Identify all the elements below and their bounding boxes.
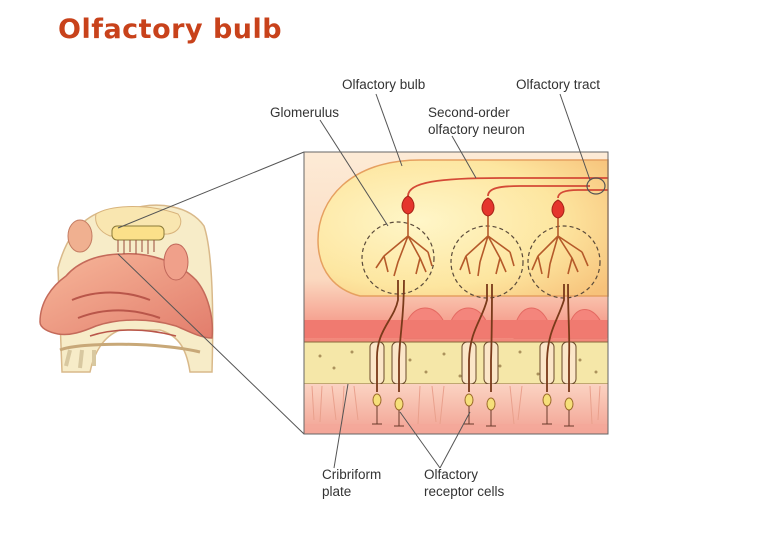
slide-title: Olfactory bulb (58, 14, 283, 45)
mitral-cell-body (401, 195, 415, 215)
receptor-cilia (372, 406, 574, 427)
small-olfactory-bulb (111, 225, 165, 241)
receptor-cell (394, 397, 404, 411)
label-glomerulus: Glomerulus (270, 105, 339, 120)
bulb-body (317, 159, 609, 297)
enlarged-view (303, 151, 609, 435)
label-second-order-line2: olfactory neuron (428, 122, 525, 137)
leader-lines (319, 93, 591, 469)
zoom-line (117, 151, 305, 229)
teeth (64, 349, 96, 369)
receptor-cell (486, 397, 496, 411)
leader-olfactory-tract (559, 93, 591, 181)
leader-receptor-1 (399, 411, 441, 469)
receptor-cell (564, 397, 574, 411)
mucus-layer (304, 424, 608, 434)
nasal-turbinate (77, 309, 161, 319)
label-olfactory-tract: Olfactory tract (516, 77, 600, 92)
label-olfactory-bulb: Olfactory bulb (342, 77, 425, 92)
receptor-cells (372, 393, 574, 411)
label-receptor-line1: Olfactory (424, 467, 478, 482)
mucosa-layer (304, 320, 608, 338)
head-illustration (39, 151, 305, 435)
receptor-cell (372, 393, 382, 407)
ear-shape (163, 243, 189, 281)
receptor-axons (376, 279, 571, 392)
mitral-axons (407, 177, 608, 199)
receptor-cell (542, 393, 552, 407)
label-receptor-line2: receptor cells (424, 484, 505, 499)
mitral-cell-body (481, 197, 495, 217)
box-frame (303, 151, 609, 435)
mitral-cells (401, 195, 565, 219)
leader-second-order (451, 135, 477, 179)
mitral-cell-body (551, 199, 565, 219)
leader-glomerulus (319, 119, 389, 227)
nasal-turbinate (71, 291, 151, 301)
sinus (67, 219, 93, 253)
leader-receptor-2 (439, 411, 471, 469)
label-cribriform-line1: Cribriform (322, 467, 381, 482)
nasal-turbinate (89, 329, 177, 337)
palate (59, 342, 201, 354)
label-cribriform-line2: plate (322, 484, 351, 499)
leader-cribriform (333, 383, 349, 469)
zoom-line (117, 253, 305, 435)
tract-loop (586, 177, 606, 195)
receptor-cell (464, 393, 474, 407)
label-second-order-line1: Second-order (428, 105, 510, 120)
small-receptor-fibers (117, 240, 155, 254)
epithelium-fibers (311, 385, 601, 425)
cribriform-plate-drawing (303, 341, 609, 385)
dendrite-trees (375, 210, 589, 279)
labels: Olfactory bulb Olfactory tract Glomerulu… (270, 77, 600, 499)
leader-olfactory-bulb (375, 93, 403, 167)
